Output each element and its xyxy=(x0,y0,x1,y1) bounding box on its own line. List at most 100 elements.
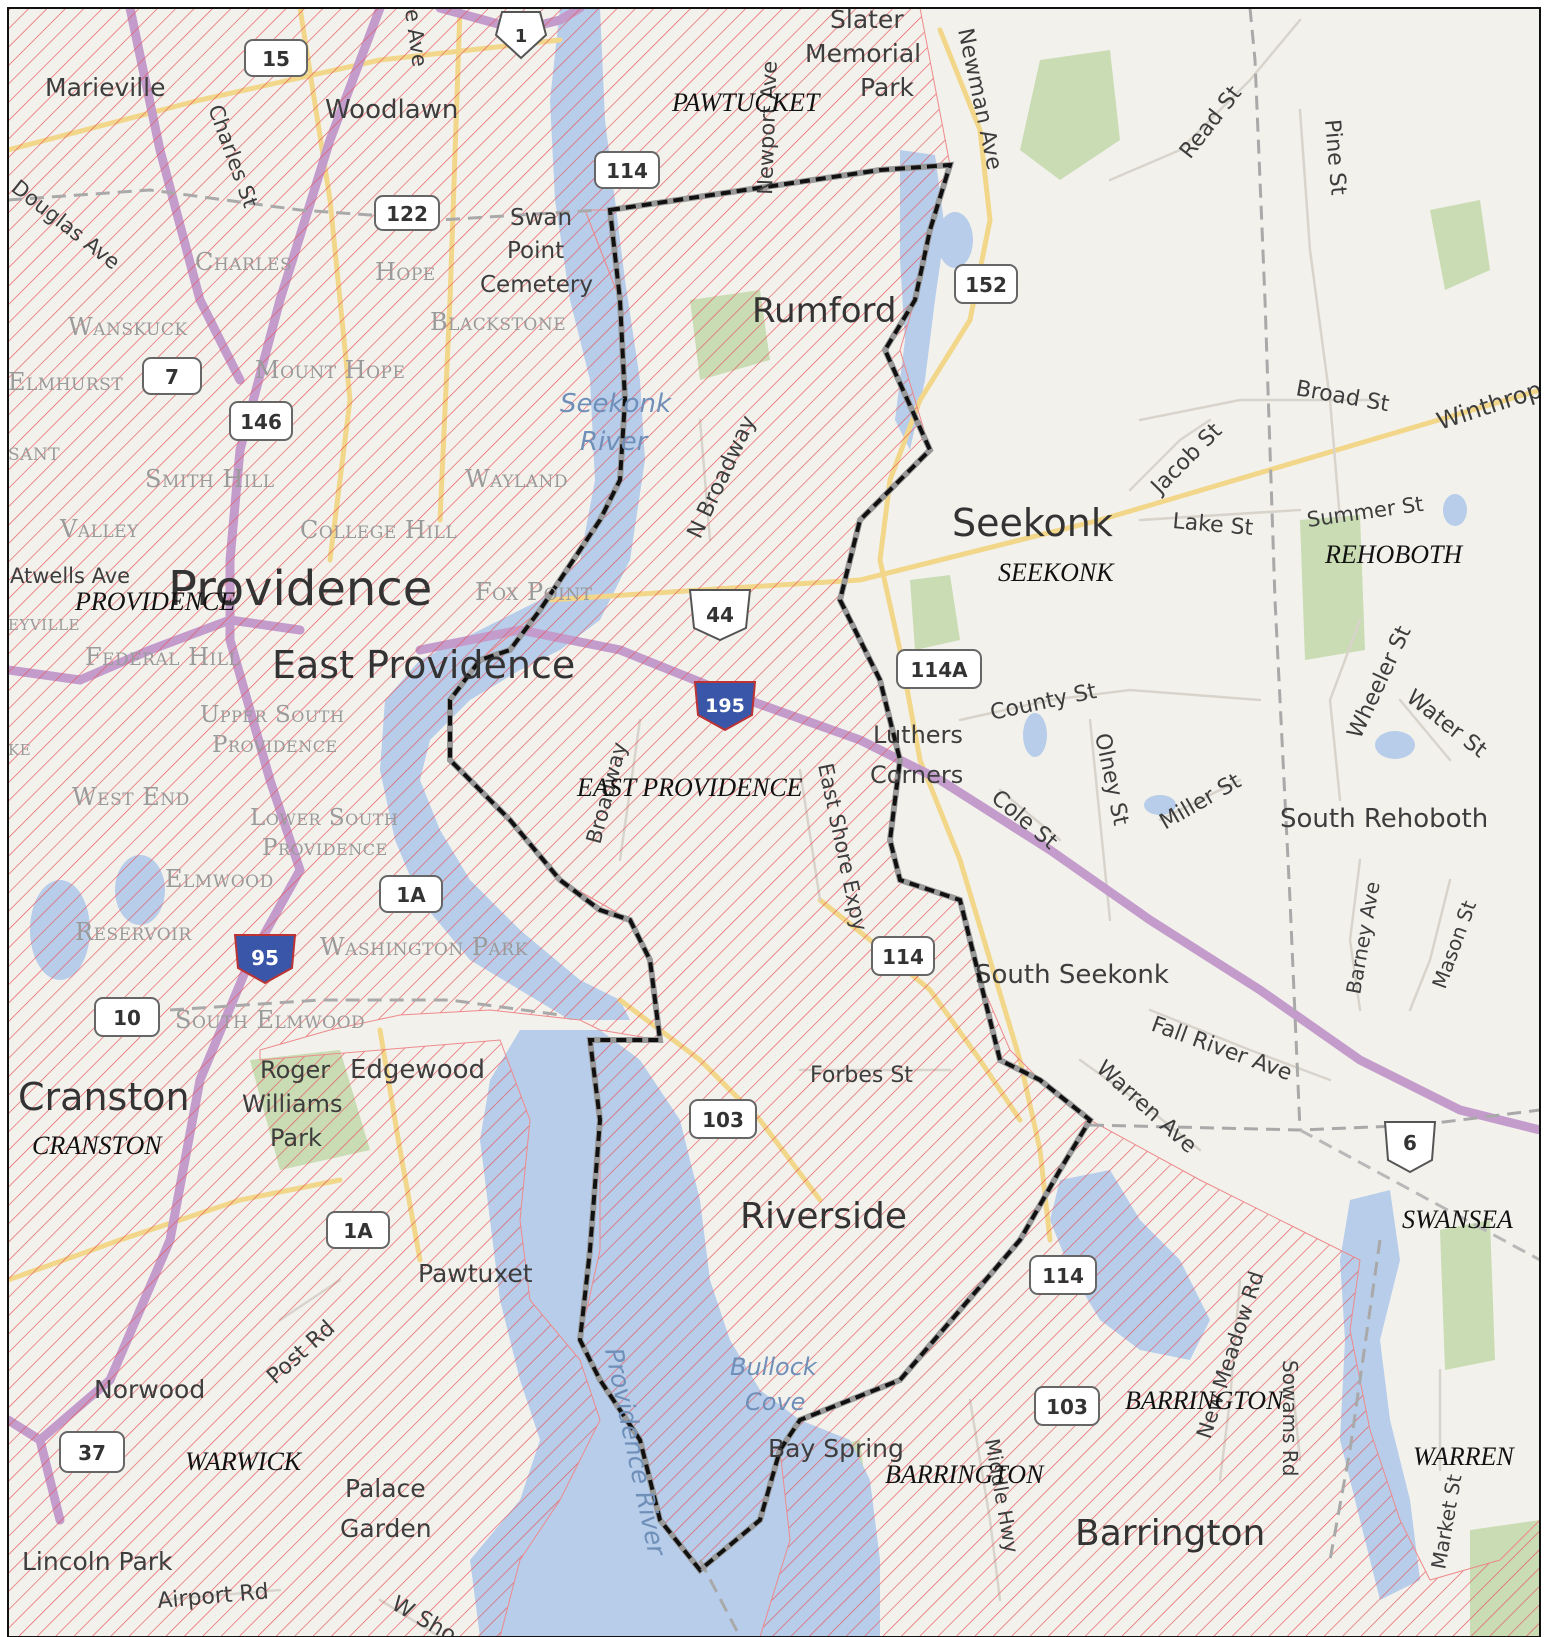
town-labels: PAWTUCKET PROVIDENCE EAST PROVIDENCE SEE… xyxy=(32,88,1515,1489)
svg-text:Wanskuck: Wanskuck xyxy=(68,313,188,341)
svg-text:Cove: Cove xyxy=(745,1388,805,1416)
place-labels: Providence East Providence Seekonk Rumfo… xyxy=(18,5,1488,1576)
town-swansea: SWANSEA xyxy=(1402,1205,1513,1234)
map-frame xyxy=(7,7,1541,1637)
town-rehoboth: REHOBOTH xyxy=(1324,540,1463,569)
place-cemetery: Cemetery xyxy=(480,272,593,298)
place-bay-spring: Bay Spring xyxy=(768,1434,904,1463)
svg-text:44: 44 xyxy=(706,603,734,627)
svg-text:114: 114 xyxy=(606,159,648,183)
svg-text:sant: sant xyxy=(8,438,60,466)
svg-text:Valley: Valley xyxy=(59,515,139,543)
route-122-shield: 122 xyxy=(374,195,440,231)
svg-text:River: River xyxy=(580,427,650,457)
place-marieville: Marieville xyxy=(45,73,166,102)
place-edgewood: Edgewood xyxy=(350,1055,485,1085)
place-cranston: Cranston xyxy=(18,1075,190,1119)
route-44-shield: 44 xyxy=(688,589,752,642)
study-area-outline-dash xyxy=(448,162,1093,1573)
svg-text:South Elmwood: South Elmwood xyxy=(175,1006,365,1034)
route-103-shield-south: 103 xyxy=(1034,1386,1100,1426)
place-swan: Swan xyxy=(510,205,572,231)
town-east-providence: EAST PROVIDENCE xyxy=(576,773,803,802)
route-152-shield: 152 xyxy=(954,264,1018,304)
route-15-shield: 15 xyxy=(244,39,308,77)
town-pawtucket: PAWTUCKET xyxy=(671,88,821,117)
place-slater: Slater xyxy=(830,5,904,34)
svg-text:Reservoir: Reservoir xyxy=(75,918,192,946)
svg-text:122: 122 xyxy=(386,202,428,226)
svg-text:1A: 1A xyxy=(343,1219,373,1243)
place-rumford: Rumford xyxy=(752,291,897,331)
route-114-shield-east: 114 xyxy=(871,936,935,976)
svg-text:10: 10 xyxy=(113,1006,141,1030)
route-1A-shield-north: 1A xyxy=(379,875,443,913)
place-east-providence: East Providence xyxy=(272,643,575,687)
route-1A-shield-south: 1A xyxy=(326,1211,390,1249)
place-providence: Providence xyxy=(168,561,432,617)
route-6-shield: 6 xyxy=(1383,1121,1437,1174)
place-norwood: Norwood xyxy=(94,1375,205,1404)
svg-text:15: 15 xyxy=(262,47,290,71)
svg-text:Providence: Providence xyxy=(262,835,388,861)
route-95-shield: 95 xyxy=(233,934,297,985)
svg-text:Bullock: Bullock xyxy=(730,1353,818,1381)
svg-text:6: 6 xyxy=(1403,1131,1417,1155)
svg-text:eyville: eyville xyxy=(8,611,80,636)
svg-text:Upper South: Upper South xyxy=(200,702,344,728)
svg-text:1A: 1A xyxy=(396,883,426,907)
town-warren: WARREN xyxy=(1413,1442,1515,1471)
svg-text:Washington Park: Washington Park xyxy=(320,933,528,961)
svg-text:Forbes St: Forbes St xyxy=(810,1063,913,1088)
route-114A-shield: 114A xyxy=(896,649,982,689)
place-south-seekonk: South Seekonk xyxy=(975,960,1169,990)
svg-text:Hope: Hope xyxy=(375,258,436,286)
svg-text:Elmwood: Elmwood xyxy=(165,865,274,893)
svg-text:Fox Point: Fox Point xyxy=(475,578,593,606)
town-lines xyxy=(8,8,1540,1637)
town-warwick: WARWICK xyxy=(185,1447,303,1476)
route-10-shield: 10 xyxy=(94,997,160,1037)
svg-text:Blackstone: Blackstone xyxy=(430,308,566,336)
svg-text:114A: 114A xyxy=(910,658,968,682)
route-1-shield: 1 xyxy=(494,11,548,60)
svg-text:Newport Ave: Newport Ave xyxy=(753,60,782,195)
route-shields: 1 15 114 122 152 7 146 44 114A 195 1A 95… xyxy=(59,11,1437,1473)
svg-text:Charles: Charles xyxy=(195,248,292,276)
place-slater-park: Park xyxy=(860,73,915,102)
place-roger: Roger xyxy=(260,1056,330,1084)
svg-text:ke: ke xyxy=(8,736,31,761)
svg-text:Mount Hope: Mount Hope xyxy=(255,356,405,384)
svg-text:146: 146 xyxy=(240,410,282,434)
place-point: Point xyxy=(507,238,564,264)
town-barrington-north: BARRINGTON xyxy=(1125,1386,1285,1415)
place-garden: Garden xyxy=(340,1514,432,1543)
route-114-shield-south: 114 xyxy=(1029,1255,1097,1295)
route-146-shield: 146 xyxy=(229,401,293,441)
svg-text:Providence: Providence xyxy=(212,732,338,758)
svg-text:Wayland: Wayland xyxy=(465,465,568,493)
svg-text:Atwells Ave: Atwells Ave xyxy=(10,564,130,588)
svg-text:95: 95 xyxy=(251,946,279,970)
place-woodlawn: Woodlawn xyxy=(325,95,458,125)
svg-text:152: 152 xyxy=(965,273,1007,297)
route-7-shield: 7 xyxy=(142,357,202,395)
place-riverside: Riverside xyxy=(740,1196,907,1237)
svg-text:Elmhurst: Elmhurst xyxy=(8,368,123,396)
svg-text:College Hill: College Hill xyxy=(300,516,457,544)
route-37-shield: 37 xyxy=(59,1431,125,1473)
svg-text:1: 1 xyxy=(515,26,528,47)
svg-text:Lower South: Lower South xyxy=(250,805,398,831)
town-providence: PROVIDENCE xyxy=(74,587,235,616)
route-114-shield: 114 xyxy=(594,151,660,189)
place-luthers: Luthers xyxy=(873,721,963,749)
neighborhood-labels: Charles Hope Blackstone Wanskuck Elmhurs… xyxy=(8,248,593,1034)
svg-text:Sowams Rd: Sowams Rd xyxy=(1278,1360,1302,1476)
svg-text:Smith Hill: Smith Hill xyxy=(145,465,275,493)
town-seekonk: SEEKONK xyxy=(998,558,1115,587)
place-williams: Williams xyxy=(242,1090,342,1118)
town-barrington-south: BARRINGTON xyxy=(885,1460,1045,1489)
svg-text:195: 195 xyxy=(705,695,745,717)
svg-text:7: 7 xyxy=(165,365,179,389)
